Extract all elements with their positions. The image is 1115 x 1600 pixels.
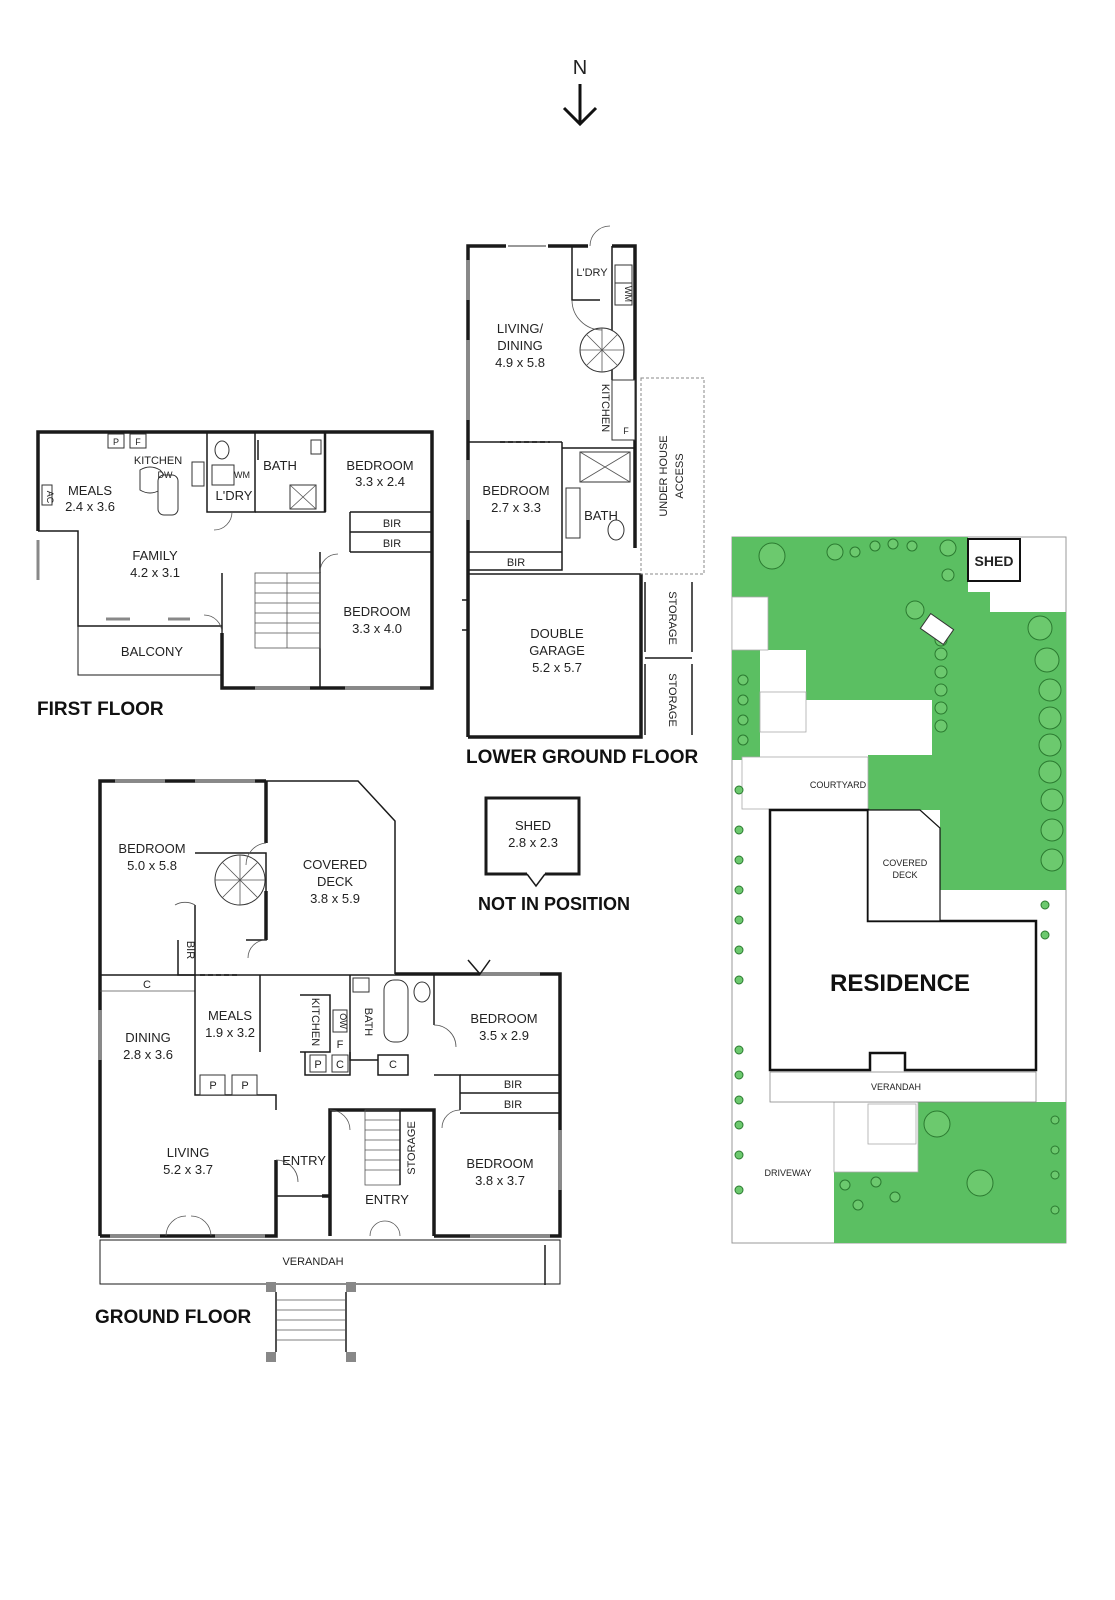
ff-bedroom2-label: BEDROOM xyxy=(343,604,410,619)
gf-p2-label: P xyxy=(209,1080,216,1092)
gf-bath-label: BATH xyxy=(362,1008,374,1037)
ff-bedroom1-label: BEDROOM xyxy=(346,458,413,473)
gf-bir2-label: BIR xyxy=(504,1079,522,1091)
shed-inset: SHED 2.8 x 2.3 NOT IN POSITION xyxy=(478,796,630,914)
gf-ow-label: OW xyxy=(338,1013,348,1029)
gf-bedroom2-label: BEDROOM xyxy=(470,1011,537,1026)
gf-p3-label: P xyxy=(241,1080,248,1092)
lg-living-dims: 4.9 x 5.8 xyxy=(495,355,545,370)
gf-bedroom1-dims: 5.0 x 5.8 xyxy=(127,858,177,873)
gf-f-label: F xyxy=(337,1039,344,1051)
site-verandah-label: VERANDAH xyxy=(871,1082,921,1092)
lg-ldry-label: L'DRY xyxy=(576,267,608,279)
lower-ground-floor-plan: L'DRY WM LIVING/ DINING 4.9 x 5.8 KITCHE… xyxy=(462,225,705,768)
lg-bir-label: BIR xyxy=(507,557,525,569)
site-deck-label2: DECK xyxy=(892,870,917,880)
gf-dining-dims: 2.8 x 3.6 xyxy=(123,1047,173,1062)
gf-c2-label: C xyxy=(336,1059,344,1071)
ff-kitchen-label: KITCHEN xyxy=(134,455,182,467)
first-floor-plan: MEALS 2.4 x 3.6 KITCHEN DW P F AC BATH W… xyxy=(36,430,434,720)
site-shed-label: SHED xyxy=(975,553,1014,569)
shed-inset-note: NOT IN POSITION xyxy=(478,894,630,914)
lg-bedroom-dims: 2.7 x 3.3 xyxy=(491,500,541,515)
gf-entry1-label: ENTRY xyxy=(282,1153,326,1168)
lg-underhouse-label: UNDER HOUSE xyxy=(658,435,670,516)
ff-bir2-label: BIR xyxy=(383,538,401,550)
gf-meals-label: MEALS xyxy=(208,1008,252,1023)
north-compass: N xyxy=(562,57,598,127)
site-deck-label: COVERED xyxy=(883,858,928,868)
site-courtyard-label: COURTYARD xyxy=(810,780,867,790)
site-plan: SHED COURTYARD COVERED DECK RESIDENCE VE… xyxy=(731,536,1067,1244)
lower-ground-floor-title: LOWER GROUND FLOOR xyxy=(466,747,698,768)
gf-deck-label2: DECK xyxy=(317,874,353,889)
ff-ldry-label: L'DRY xyxy=(216,488,253,503)
gf-c1-label: C xyxy=(143,979,151,991)
ff-family-dims: 4.2 x 3.1 xyxy=(130,565,180,580)
lg-garage-label: DOUBLE xyxy=(530,626,584,641)
lg-living-label: LIVING/ xyxy=(497,321,544,336)
gf-entry2-label: ENTRY xyxy=(365,1192,409,1207)
first-floor-title: FIRST FLOOR xyxy=(37,699,164,720)
gf-bir3-label: BIR xyxy=(504,1099,522,1111)
gf-verandah-label: VERANDAH xyxy=(282,1256,343,1268)
gf-living-label: LIVING xyxy=(167,1145,210,1160)
ff-f-label: F xyxy=(135,437,141,447)
ff-balcony-label: BALCONY xyxy=(121,644,183,659)
gf-c3-label: C xyxy=(389,1059,397,1071)
ff-ac-label: AC xyxy=(45,491,55,504)
lg-kitchen-label: KITCHEN xyxy=(599,384,611,432)
gf-kitchen-label: KITCHEN xyxy=(309,998,321,1046)
lg-f-label: F xyxy=(623,426,629,436)
shed-inset-label: SHED xyxy=(515,818,551,833)
lg-wm-label: WM xyxy=(623,286,633,302)
gf-bedroom3-dims: 3.8 x 3.7 xyxy=(475,1173,525,1188)
gf-p1-label: P xyxy=(314,1059,321,1071)
site-residence-label: RESIDENCE xyxy=(830,970,970,997)
ff-meals-dims: 2.4 x 3.6 xyxy=(65,499,115,514)
lg-garage-dims: 5.2 x 5.7 xyxy=(532,660,582,675)
gf-bir1-label: BIR xyxy=(184,941,196,959)
ff-bir1-label: BIR xyxy=(383,518,401,530)
ff-bedroom2-dims: 3.3 x 4.0 xyxy=(352,621,402,636)
gf-deck-label: COVERED xyxy=(303,857,367,872)
gf-living-dims: 5.2 x 3.7 xyxy=(163,1162,213,1177)
compass-label: N xyxy=(573,57,587,79)
ff-bedroom1-dims: 3.3 x 2.4 xyxy=(355,474,405,489)
ff-meals-label: MEALS xyxy=(68,483,112,498)
site-driveway-label: DRIVEWAY xyxy=(764,1168,811,1178)
lg-storage1-label: STORAGE xyxy=(666,591,678,645)
lg-dining-label: DINING xyxy=(497,338,543,353)
ff-wm-label: WM xyxy=(234,470,250,480)
lg-bath-label: BATH xyxy=(584,508,618,523)
gf-dining-label: DINING xyxy=(125,1030,171,1045)
gf-meals-dims: 1.9 x 3.2 xyxy=(205,1025,255,1040)
gf-deck-dims: 3.8 x 5.9 xyxy=(310,891,360,906)
lg-storage2-label: STORAGE xyxy=(666,673,678,727)
ground-floor-title: GROUND FLOOR xyxy=(95,1307,251,1328)
lg-garage-label2: GARAGE xyxy=(529,643,585,658)
shed-inset-dims: 2.8 x 2.3 xyxy=(508,835,558,850)
gf-bedroom3-label: BEDROOM xyxy=(466,1156,533,1171)
gf-bedroom2-dims: 3.5 x 2.9 xyxy=(479,1028,529,1043)
gf-storage-label: STORAGE xyxy=(406,1121,418,1175)
ground-floor-plan: BEDROOM 5.0 x 5.8 COVERED DECK 3.8 x 5.9… xyxy=(95,779,562,1362)
gf-bedroom1-label: BEDROOM xyxy=(118,841,185,856)
lg-access-label: ACCESS xyxy=(674,453,686,498)
ff-family-label: FAMILY xyxy=(132,548,178,563)
ff-p-label: P xyxy=(113,437,119,447)
ff-dw-label: DW xyxy=(158,470,173,480)
ff-bath-label: BATH xyxy=(263,458,297,473)
lg-bedroom-label: BEDROOM xyxy=(482,483,549,498)
